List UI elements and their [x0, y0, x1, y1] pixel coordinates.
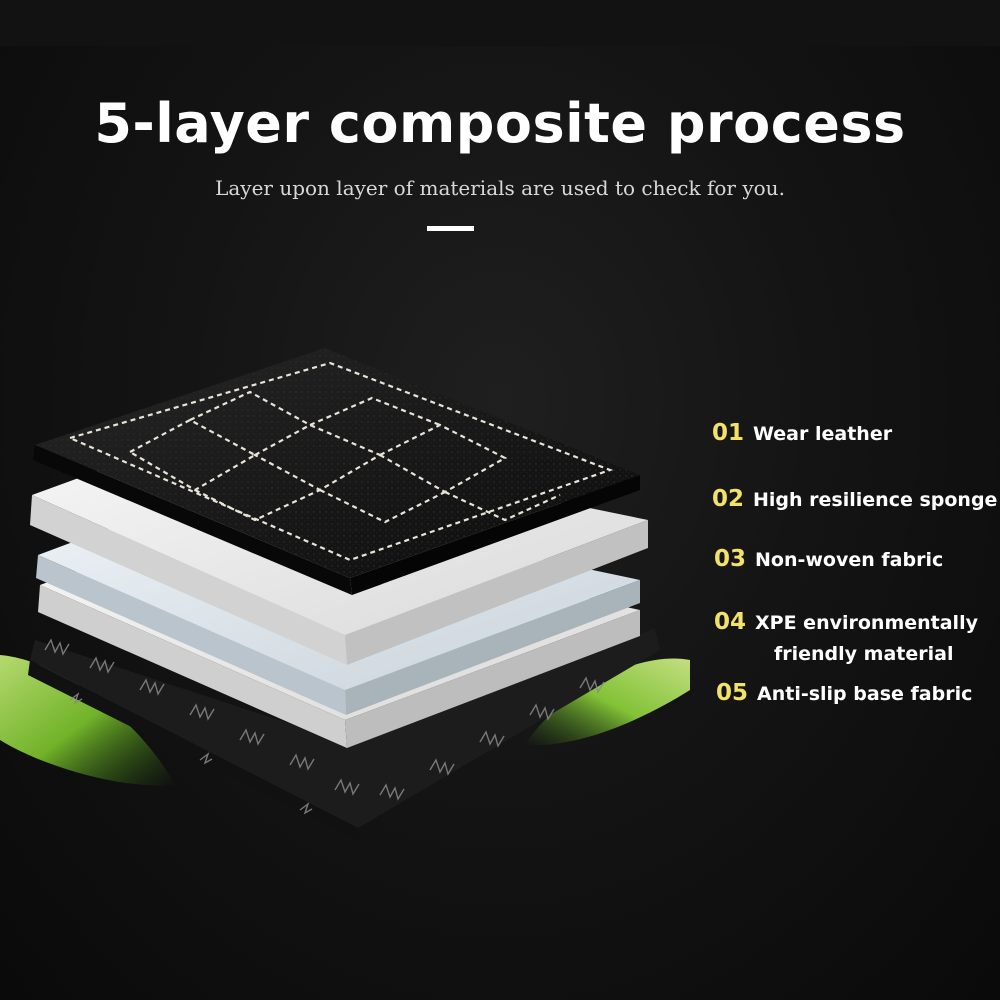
- layer-label: Anti-slip base fabric: [757, 683, 973, 705]
- layer-label: Non-woven fabric: [755, 549, 944, 571]
- layer-stack-illustration: [0, 348, 690, 842]
- layer-item-05: 05 Anti-slip base fabric: [716, 680, 972, 706]
- layer-number: 05: [716, 680, 749, 706]
- layer-number: 01: [712, 420, 745, 446]
- layer-label: XPE environmentally: [755, 612, 978, 634]
- top-band: [0, 0, 1000, 46]
- right-leaf: [525, 658, 690, 746]
- page-title: 5-layer composite process: [94, 92, 906, 155]
- page-subtitle: Layer upon layer of materials are used t…: [215, 176, 785, 200]
- layer-number: 03: [714, 546, 747, 572]
- layer-number: 04: [714, 609, 747, 635]
- layer-number: 02: [712, 486, 745, 512]
- layer-item-01: 01 Wear leather: [712, 420, 892, 446]
- left-leaf: [0, 655, 175, 786]
- layer-item-03: 03 Non-woven fabric: [714, 546, 943, 572]
- layer-item-02: 02 High resilience sponge: [712, 486, 997, 512]
- layer-item-04: 04 XPE environmentally friendly material: [714, 609, 978, 665]
- layer-label-line2: friendly material: [774, 643, 954, 665]
- layer-05-base: [28, 628, 660, 842]
- layer-label: High resilience sponge: [753, 489, 998, 511]
- layer-01-leather: [33, 348, 640, 595]
- layer-label: Wear leather: [753, 423, 893, 445]
- title-divider: [427, 226, 474, 231]
